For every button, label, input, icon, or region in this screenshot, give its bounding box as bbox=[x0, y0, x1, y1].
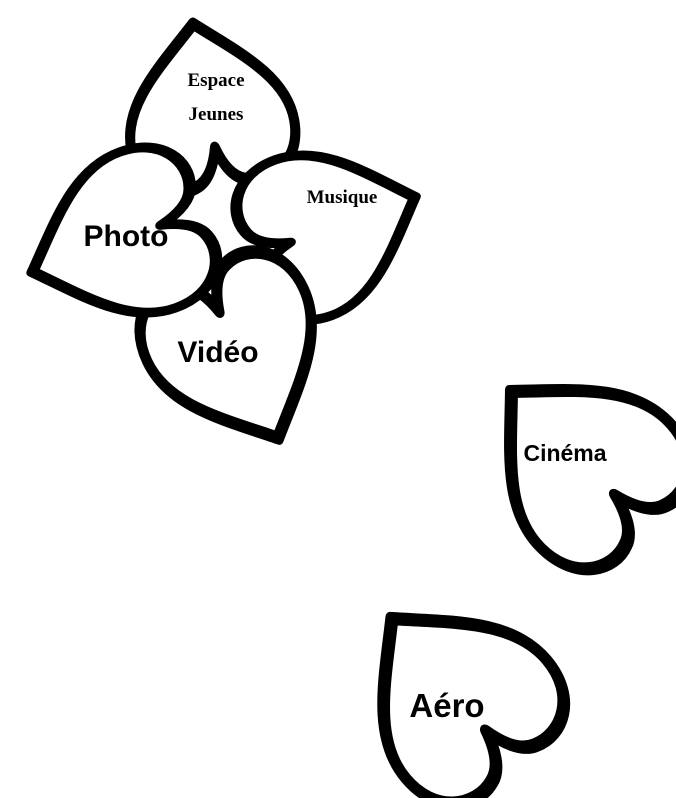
heart-aero bbox=[321, 559, 585, 798]
petal-label-espace: Espace bbox=[188, 70, 245, 91]
petal-label-video: Vidéo bbox=[177, 336, 258, 369]
heart-label-aero: Aéro bbox=[409, 687, 484, 724]
heart-label-cinema: Cinéma bbox=[523, 440, 606, 466]
petal-label-jeunes: Jeunes bbox=[189, 104, 244, 125]
petal-label-photo: Photo bbox=[84, 220, 169, 253]
petal-label-musique: Musique bbox=[307, 187, 378, 208]
